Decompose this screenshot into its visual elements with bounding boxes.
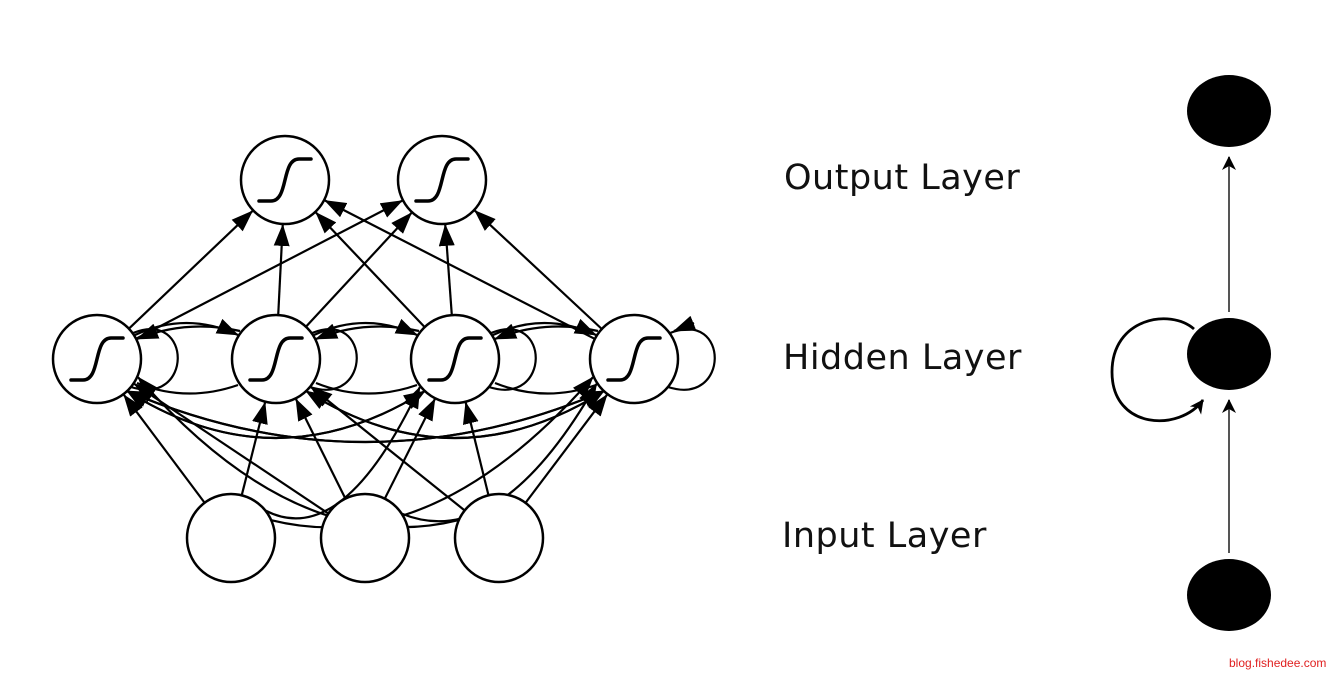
edge-hidden-backward <box>136 323 241 341</box>
input-node <box>319 492 411 584</box>
edge-hidden-to-output <box>135 199 403 340</box>
edge-input-to-hidden <box>123 394 206 504</box>
sigmoid-icon <box>414 157 470 203</box>
node-circle <box>319 492 411 584</box>
edge-hidden-backward <box>494 323 599 341</box>
sigmoid-icon <box>248 336 304 382</box>
hidden-node <box>230 313 322 405</box>
edge-input-to-hidden <box>270 376 594 529</box>
node-circle <box>453 492 545 584</box>
input-node <box>185 492 277 584</box>
edge-hidden-recurrent <box>126 389 605 444</box>
edge-input-to-hidden <box>240 401 268 496</box>
edge-hidden-to-output <box>324 199 596 340</box>
compact-input-node <box>1187 559 1271 631</box>
output-node <box>396 134 488 226</box>
edge-hidden-backward <box>315 323 420 341</box>
edge-input-to-hidden <box>383 398 436 500</box>
hidden-self-loop-edge <box>1110 317 1205 422</box>
self-loop-guide <box>676 331 726 369</box>
sigmoid-icon <box>427 336 483 382</box>
output-node <box>239 134 331 226</box>
sigmoid-icon <box>606 336 662 382</box>
edge-input-to-hidden <box>295 398 347 500</box>
input-layer-label: Input Layer <box>782 516 987 556</box>
edge-hidden-lower <box>494 381 597 395</box>
node-circle <box>185 492 277 584</box>
network-nodes <box>51 134 680 584</box>
output-layer-label: Output Layer <box>784 158 1021 198</box>
compact-output-node <box>1187 75 1271 147</box>
sigmoid-icon <box>69 336 125 382</box>
watermark: blog.fishedee.com <box>1229 656 1327 670</box>
edge-hidden-to-output <box>438 223 455 316</box>
edge-hidden-to-output <box>128 210 254 330</box>
hidden-layer-label: Hidden Layer <box>783 338 1022 378</box>
network-edges <box>123 199 726 529</box>
edge-hidden-recurrent <box>305 390 605 439</box>
hidden-node <box>588 313 680 405</box>
edge-hidden-lower <box>136 381 239 395</box>
hidden-node <box>51 313 143 405</box>
edge-input-to-hidden <box>137 376 460 529</box>
edge-input-to-hidden <box>524 394 608 504</box>
edge-hidden-to-output <box>474 209 603 330</box>
edge-hidden-lower <box>315 381 418 395</box>
edge-hidden-to-output <box>305 212 413 328</box>
self-loop-arrow <box>673 315 697 333</box>
edge-hidden-to-output <box>315 211 426 328</box>
hidden-node <box>409 313 501 405</box>
compact-hidden-node <box>1187 318 1271 390</box>
input-node <box>453 492 545 584</box>
sigmoid-icon <box>257 157 313 203</box>
edge-input-to-hidden <box>462 401 490 496</box>
edge-hidden-recurrent <box>126 390 426 439</box>
edge-hidden-to-output <box>273 223 290 316</box>
compact-network <box>1110 75 1271 631</box>
